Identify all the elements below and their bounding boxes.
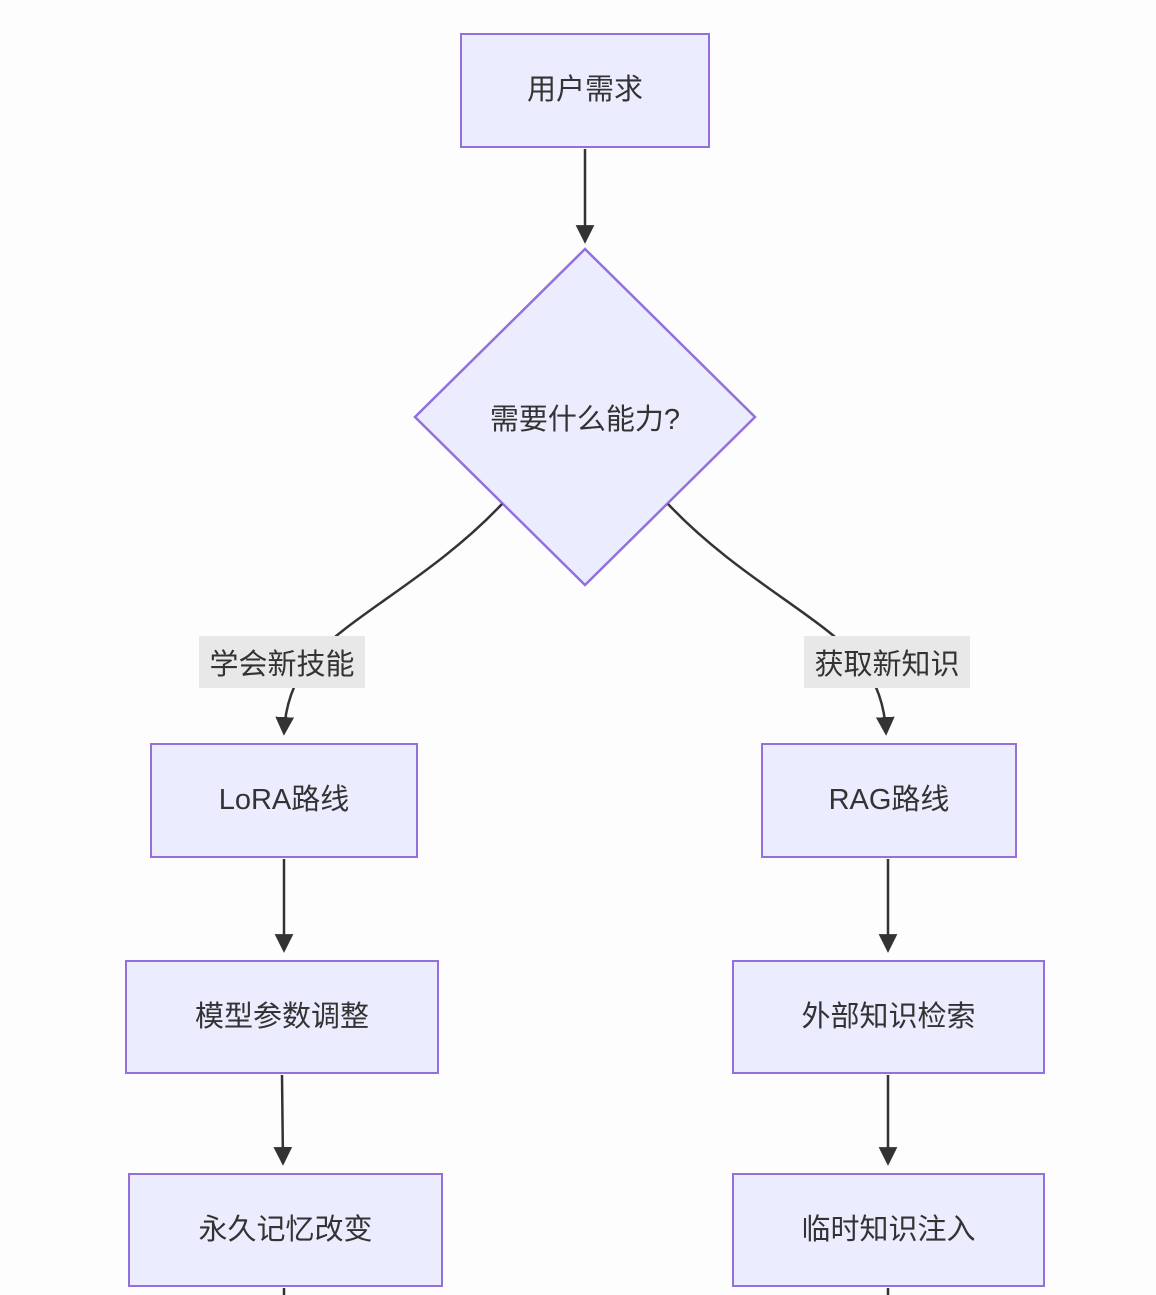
node-temporary-knowledge-injection: 临时知识注入 — [732, 1173, 1045, 1287]
node-lora-route-label: LoRA路线 — [218, 784, 350, 817]
node-external-knowledge-retrieval: 外部知识检索 — [732, 960, 1045, 1074]
node-user-need-label: 用户需求 — [526, 74, 643, 107]
node-rag-route: RAG路线 — [761, 743, 1017, 858]
node-user-need: 用户需求 — [460, 33, 710, 148]
node-permanent-memory-change-label: 永久记忆改变 — [198, 1213, 373, 1246]
edge-label-learn-new-skill: 学会新技能 — [199, 636, 365, 688]
node-permanent-memory-change: 永久记忆改变 — [128, 1173, 443, 1287]
node-rag-route-label: RAG路线 — [828, 784, 950, 817]
edge-label-learn-new-skill-text: 学会新技能 — [209, 649, 355, 681]
edge-param-to-memory — [273, 1074, 293, 1166]
node-external-knowledge-retrieval-label: 外部知识检索 — [801, 1000, 976, 1033]
edge-decision-to-rag — [667, 503, 895, 736]
node-lora-route: LoRA路线 — [150, 743, 418, 858]
node-temporary-knowledge-injection-label: 临时知识注入 — [801, 1213, 976, 1246]
node-model-param-tuning: 模型参数调整 — [125, 960, 439, 1074]
edge-decision-to-lora — [275, 503, 503, 736]
edge-label-acquire-new-knowledge: 获取新知识 — [804, 636, 970, 688]
node-decision-label: 需要什么能力? — [445, 389, 725, 445]
decision-diamond-shape — [413, 247, 757, 587]
node-model-param-tuning-label: 模型参数调整 — [194, 1000, 369, 1033]
edge-label-acquire-new-knowledge-text: 获取新知识 — [814, 649, 960, 681]
decision-question-text: 需要什么能力? — [489, 404, 681, 436]
